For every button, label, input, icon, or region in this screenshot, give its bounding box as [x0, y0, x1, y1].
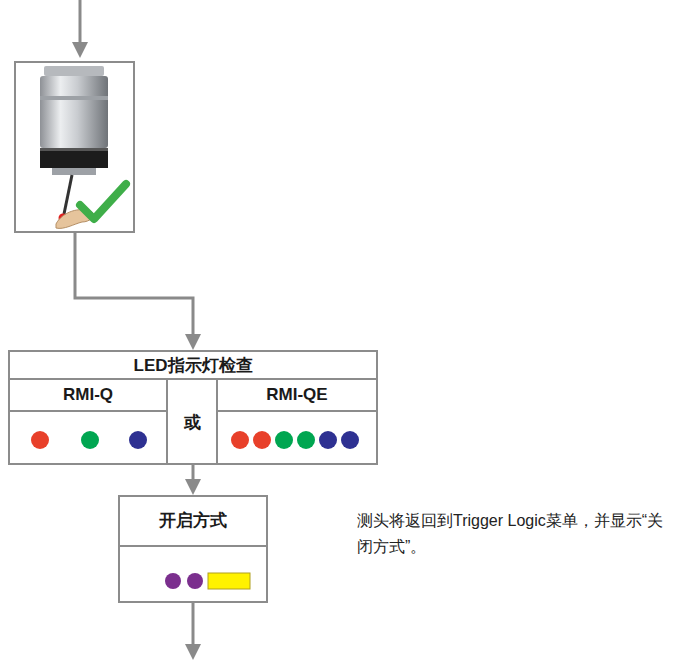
table-cell: 或	[168, 378, 218, 465]
exit-arrow	[185, 603, 201, 660]
box-text: LED指示灯检查	[10, 352, 376, 380]
flow-connector	[185, 465, 201, 495]
box-text: 开启方式	[120, 497, 266, 547]
entry-arrow	[72, 0, 88, 58]
box-text: RMI-Q	[10, 380, 166, 412]
probe-frame	[15, 62, 134, 232]
table-cell: RMI-Q	[10, 378, 168, 465]
flow-arrow	[75, 232, 201, 350]
mode-dots	[165, 573, 250, 589]
table-cell: RMI-QE	[218, 378, 376, 465]
led-dots	[31, 431, 359, 449]
table-box: LED指示灯检查RMI-Q或RMI-QE	[8, 350, 378, 465]
note-text: 测头将返回到Trigger Logic菜单，并显示“关闭方式”。	[357, 508, 667, 559]
box-text: 或	[168, 380, 216, 465]
process-box: 开启方式	[118, 495, 268, 603]
box-text: RMI-QE	[218, 380, 376, 412]
probe-illustration	[40, 66, 126, 228]
